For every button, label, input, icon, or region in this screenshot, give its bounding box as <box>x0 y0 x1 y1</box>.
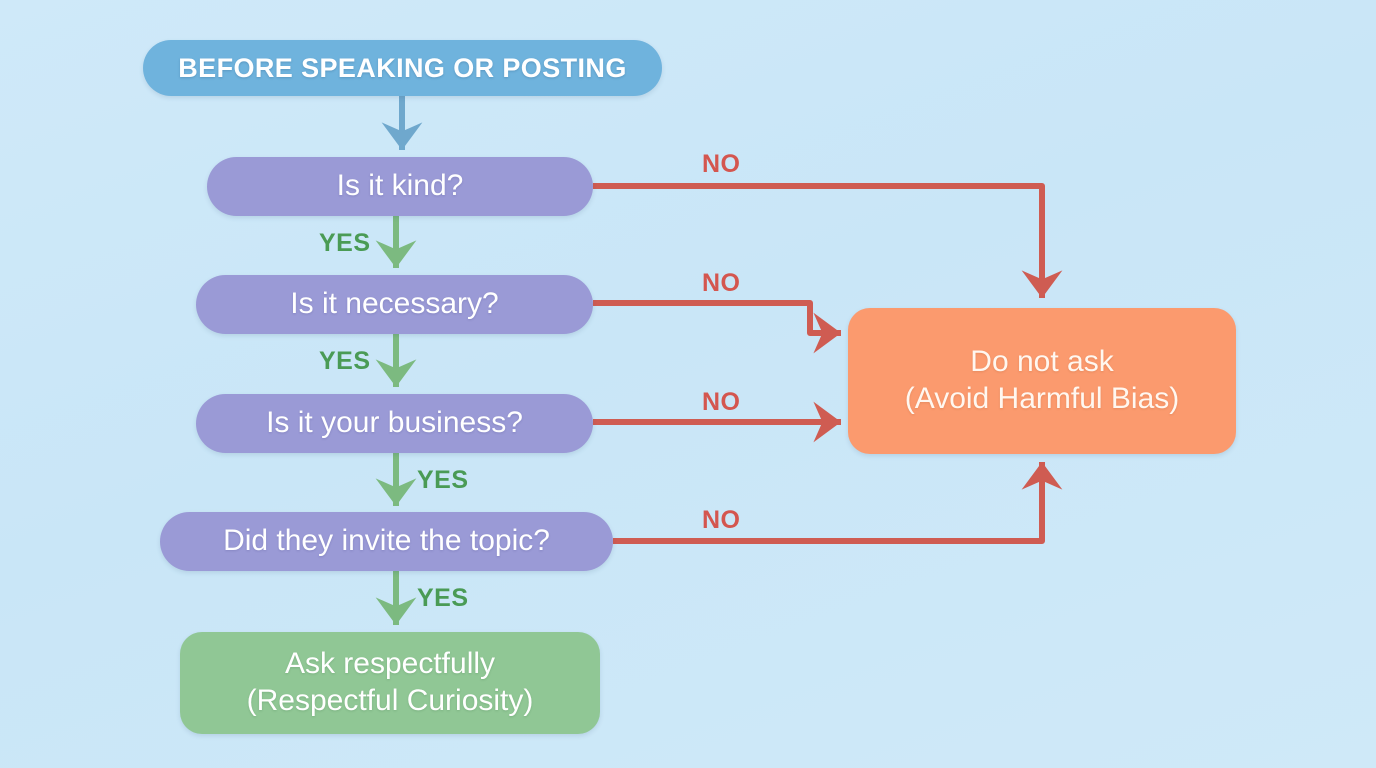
node-decision-is-it-your-business[interactable]: Is it your business? <box>196 394 593 453</box>
outcome-good-line-2: (Respectful Curiosity) <box>246 684 534 717</box>
outcome-bad-line-2: (Avoid Harmful Bias) <box>904 382 1180 415</box>
node-decision-did-they-invite-the-topic[interactable]: Did they invite the topic? <box>160 512 613 571</box>
edge-label-yes-q3: YES <box>417 466 469 494</box>
connector-q2-no-outcome-bad <box>593 300 842 354</box>
connector-q1-no-outcome-bad <box>593 183 1063 299</box>
outcome-bad-line-1: Do not ask <box>970 345 1114 379</box>
edge-label-no-q4: NO <box>702 506 741 534</box>
connector-q4-no-outcome-bad <box>613 461 1063 544</box>
edge-label-no-q2: NO <box>702 269 741 297</box>
outcome-good-line-1: Ask respectfully <box>284 647 496 681</box>
edge-label-no-q3: NO <box>702 388 741 416</box>
node-outcome-do-not-ask[interactable]: Do not ask (Avoid Harmful Bias) <box>848 308 1236 454</box>
node-decision-is-it-necessary[interactable]: Is it necessary? <box>196 275 593 334</box>
edge-label-no-q1: NO <box>702 150 741 178</box>
node-outcome-ask-respectfully[interactable]: Ask respectfully (Respectful Curiosity) <box>180 632 600 734</box>
edge-label-yes-q2: YES <box>319 347 371 375</box>
edge-label-yes-q4: YES <box>417 584 469 612</box>
node-decision-is-it-kind[interactable]: Is it kind? <box>207 157 593 216</box>
node-header-before-speaking: BEFORE SPEAKING OR POSTING <box>143 40 662 96</box>
edge-label-yes-q1: YES <box>319 229 371 257</box>
